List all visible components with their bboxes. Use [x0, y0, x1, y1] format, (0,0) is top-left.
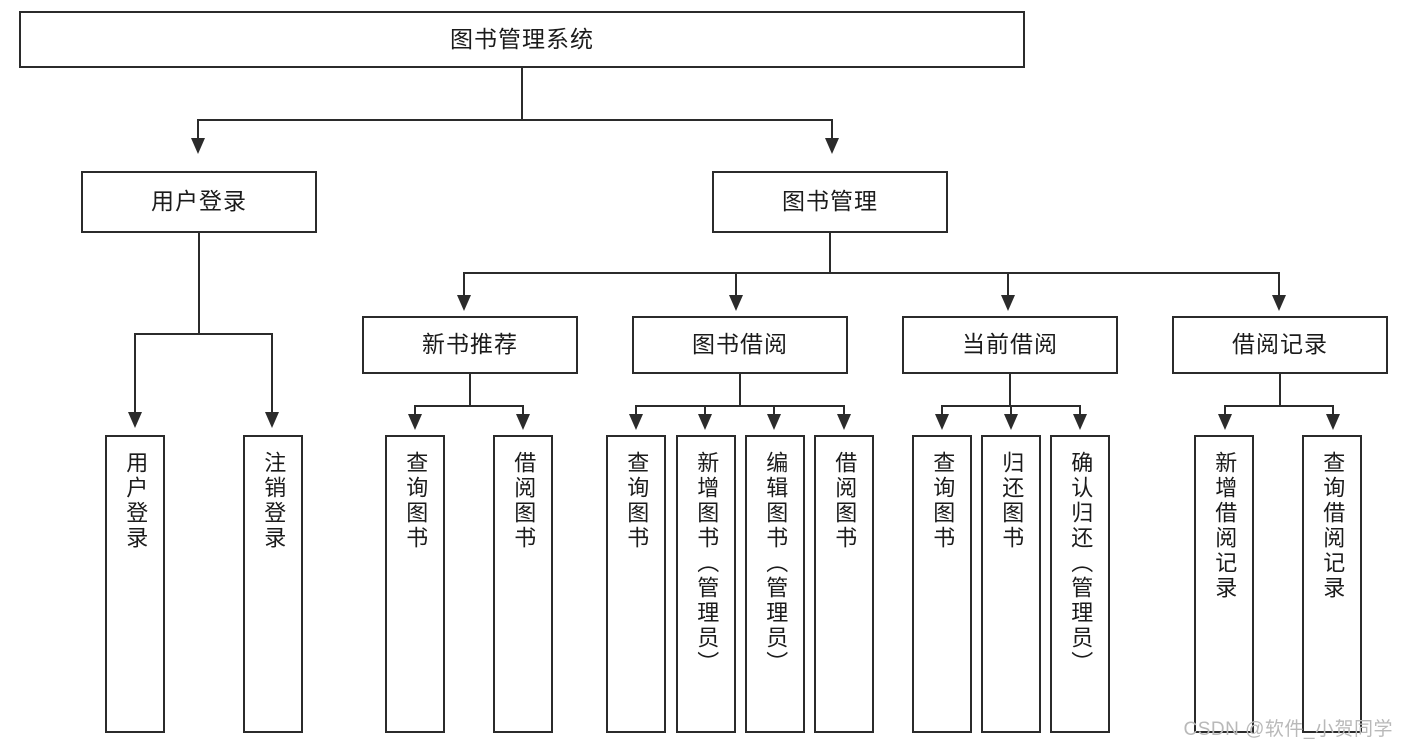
arrowhead-to-user-login [191, 138, 205, 154]
connector-current-borrow-drop [1009, 374, 1011, 406]
leaf-book-borrow-add-book-admin[interactable]: 新增图书（管理员） [676, 435, 736, 733]
leaf-label: 归还图书 [999, 451, 1025, 551]
leaf-label: 查询图书 [624, 451, 650, 551]
connector-user-login-drop [198, 233, 200, 334]
connector-root-bus [197, 119, 833, 121]
arrowhead-book-borrow-leaf-0 [629, 414, 643, 430]
connector-book-borrow-leaf-1 [704, 405, 706, 417]
connector-root-to-book-management [831, 119, 833, 141]
node-label: 图书管理系统 [450, 25, 594, 52]
arrowhead-current-borrow-leaf-1 [1004, 414, 1018, 430]
node-label: 图书管理 [782, 188, 878, 215]
connector-new-book-leaf-0 [414, 405, 416, 417]
connector-book-management-bus [463, 272, 1280, 274]
leaf-current-borrow-query-books[interactable]: 查询图书 [912, 435, 972, 733]
arrowhead-new-book-leaf-1 [516, 414, 530, 430]
leaf-new-book-borrow-books[interactable]: 借阅图书 [493, 435, 553, 733]
connector-book-borrow-leaf-3 [843, 405, 845, 417]
leaf-label: 查询借阅记录 [1320, 451, 1346, 601]
leaf-book-borrow-edit-book-admin[interactable]: 编辑图书（管理员） [745, 435, 805, 733]
arrowhead-borrow-record-leaf-1 [1326, 414, 1340, 430]
connector-book-borrow-drop [739, 374, 741, 406]
connector-borrow-record-leaf-1 [1332, 405, 1334, 417]
arrowhead-current-borrow-leaf-0 [935, 414, 949, 430]
connector-new-book-drop [469, 374, 471, 406]
connector-current-borrow-leaf-0 [941, 405, 943, 417]
connector-root-to-user-login [197, 119, 199, 141]
arrowhead-new-book-leaf-0 [408, 414, 422, 430]
leaf-current-borrow-confirm-return-admin[interactable]: 确认归还（管理员） [1050, 435, 1110, 733]
leaf-label: 查询图书 [930, 451, 956, 551]
arrowhead-book-borrow-leaf-3 [837, 414, 851, 430]
leaf-book-borrow-query-books[interactable]: 查询图书 [606, 435, 666, 733]
connector-root-drop [521, 68, 523, 120]
leaf-label: 确认归还（管理员） [1068, 451, 1094, 676]
leaf-label: 用户登录 [123, 451, 149, 551]
leaf-label: 借阅图书 [832, 451, 858, 551]
leaf-label: 编辑图书（管理员） [763, 451, 789, 676]
leaf-label: 借阅图书 [511, 451, 537, 551]
node-label: 新书推荐 [422, 331, 518, 358]
node-book-borrow[interactable]: 图书借阅 [632, 316, 848, 374]
connector-user-login-bus [134, 333, 272, 335]
node-current-borrow[interactable]: 当前借阅 [902, 316, 1118, 374]
leaf-new-book-query-books[interactable]: 查询图书 [385, 435, 445, 733]
connector-book-borrow-leaf-2 [773, 405, 775, 417]
connector-new-book-bus [414, 405, 524, 407]
connector-current-borrow-leaf-2 [1079, 405, 1081, 417]
leaf-user-login[interactable]: 用户登录 [105, 435, 165, 733]
leaf-label: 注销登录 [261, 451, 287, 551]
arrowhead-user-login-leaf-0 [128, 412, 142, 428]
arrowhead-book-borrow [729, 295, 743, 311]
node-book-management[interactable]: 图书管理 [712, 171, 948, 233]
arrowhead-new-book-recommend [457, 295, 471, 311]
connector-book-management-child-3 [1278, 272, 1280, 298]
node-new-book-recommend[interactable]: 新书推荐 [362, 316, 578, 374]
arrowhead-borrow-record [1272, 295, 1286, 311]
leaf-borrow-record-add-record[interactable]: 新增借阅记录 [1194, 435, 1254, 733]
leaf-label: 新增借阅记录 [1212, 451, 1238, 601]
connector-borrow-record-drop [1279, 374, 1281, 406]
arrowhead-current-borrow-leaf-2 [1073, 414, 1087, 430]
connector-user-login-leaf-1 [271, 333, 273, 415]
connector-book-management-child-2 [1007, 272, 1009, 298]
node-borrow-record[interactable]: 借阅记录 [1172, 316, 1388, 374]
node-label: 用户登录 [151, 188, 247, 215]
connector-new-book-leaf-1 [522, 405, 524, 417]
connector-book-management-drop [829, 233, 831, 273]
connector-book-borrow-leaf-0 [635, 405, 637, 417]
connector-book-borrow-bus [635, 405, 845, 407]
arrowhead-book-borrow-leaf-2 [767, 414, 781, 430]
connector-borrow-record-bus [1224, 405, 1334, 407]
arrowhead-borrow-record-leaf-0 [1218, 414, 1232, 430]
node-label: 当前借阅 [962, 331, 1058, 358]
leaf-label: 新增图书（管理员） [694, 451, 720, 676]
connector-borrow-record-leaf-0 [1224, 405, 1226, 417]
node-root-book-management-system[interactable]: 图书管理系统 [19, 11, 1025, 68]
connector-user-login-leaf-0 [134, 333, 136, 415]
leaf-user-logout[interactable]: 注销登录 [243, 435, 303, 733]
connector-current-borrow-leaf-1 [1010, 405, 1012, 417]
node-user-login[interactable]: 用户登录 [81, 171, 317, 233]
arrowhead-book-borrow-leaf-1 [698, 414, 712, 430]
leaf-borrow-record-query-record[interactable]: 查询借阅记录 [1302, 435, 1362, 733]
connector-book-management-child-1 [735, 272, 737, 298]
leaf-current-borrow-return-books[interactable]: 归还图书 [981, 435, 1041, 733]
leaf-book-borrow-borrow-books[interactable]: 借阅图书 [814, 435, 874, 733]
arrowhead-to-book-management [825, 138, 839, 154]
connector-book-management-child-0 [463, 272, 465, 298]
arrowhead-user-login-leaf-1 [265, 412, 279, 428]
node-label: 借阅记录 [1232, 331, 1328, 358]
arrowhead-current-borrow [1001, 295, 1015, 311]
leaf-label: 查询图书 [403, 451, 429, 551]
node-label: 图书借阅 [692, 331, 788, 358]
